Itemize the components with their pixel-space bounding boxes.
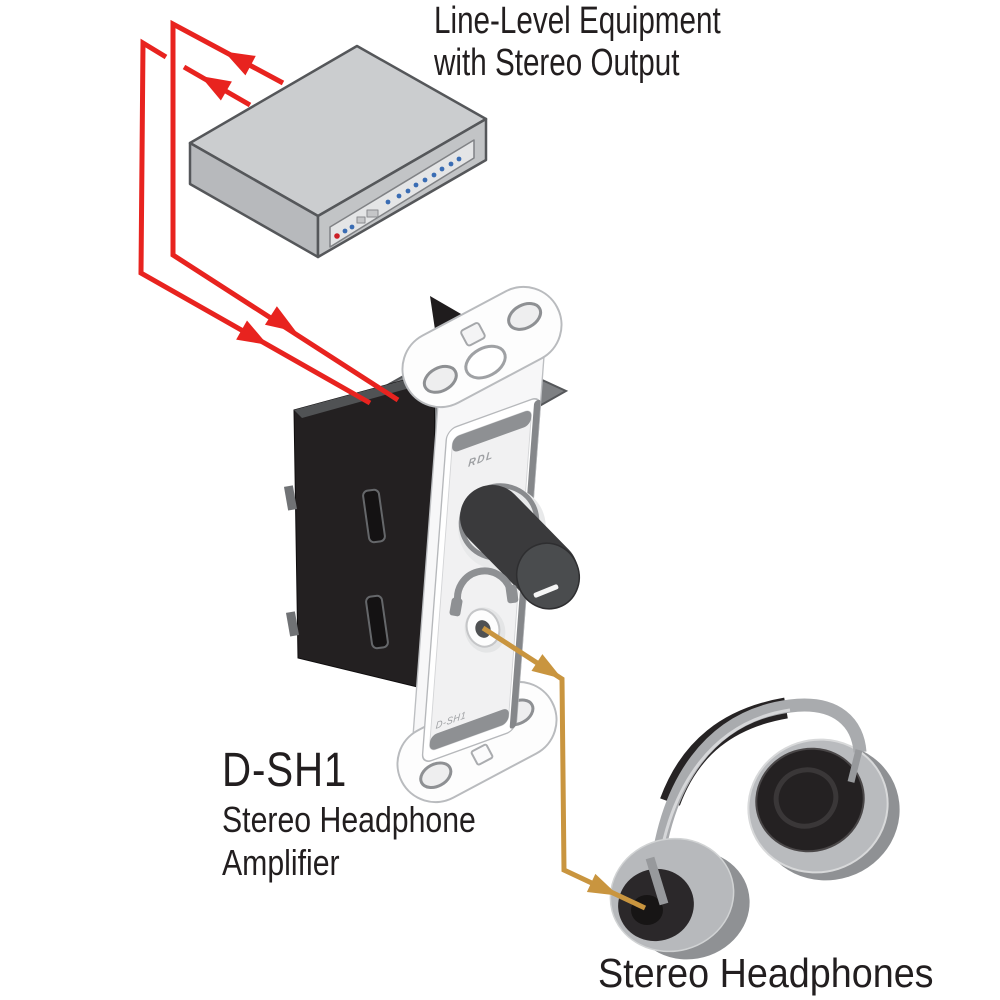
faceplate-bottom-band: [429, 709, 509, 750]
mounting-wing-top: [401, 285, 563, 409]
box-slot: [365, 594, 389, 650]
cable-arrow: [586, 873, 619, 896]
knob-face: [516, 542, 580, 610]
wall-plate-assembly: RDL D-SH1: [283, 285, 580, 804]
source-label-line2: with Stereo Output: [434, 42, 680, 84]
yoke-left: [645, 856, 669, 906]
signal-arrow: [236, 320, 268, 345]
yoke-right: [847, 749, 863, 783]
faceplate-top-band: [452, 411, 532, 452]
junction-box: [283, 371, 442, 693]
source-label-line1: Line-Level Equipment: [434, 0, 721, 42]
source-label: Line-Level Equipment with Stereo Output: [434, 0, 721, 84]
center-tab: [470, 743, 494, 766]
equipment-front-panel: [329, 139, 475, 248]
signal-wires: [138, 19, 400, 406]
equipment-panel-leds: [334, 156, 462, 239]
signal-arrow: [264, 306, 297, 332]
amplifier-label-line1: Stereo Headphone: [222, 799, 476, 840]
box-tab: [285, 611, 300, 637]
ear-cup-right: [747, 738, 900, 881]
amplifier-label-line2: Amplifier: [222, 842, 340, 883]
line-level-equipment-illustration: [188, 44, 488, 259]
cable-arrow: [531, 654, 563, 679]
screw-hole: [422, 364, 458, 394]
mounting-hole: [464, 344, 507, 380]
headphone-icon: [449, 567, 519, 617]
volume-knob: [458, 483, 580, 610]
screw-hole: [507, 301, 543, 331]
headphone-cable: [481, 625, 647, 911]
signal-arrow: [224, 51, 256, 76]
box-slot: [362, 488, 386, 544]
box-tab: [283, 485, 298, 511]
signal-arrow: [200, 76, 232, 101]
headphones-label: Stereo Headphones: [598, 950, 934, 996]
amplifier-label: D-SH1 Stereo Headphone Amplifier: [222, 744, 476, 884]
amplifier-model-text: D-SH1: [222, 744, 348, 797]
screw-hole: [419, 761, 453, 790]
knob-indicator: [533, 584, 559, 598]
center-hole: [460, 322, 486, 347]
stereo-headphones-illustration: [609, 697, 900, 960]
